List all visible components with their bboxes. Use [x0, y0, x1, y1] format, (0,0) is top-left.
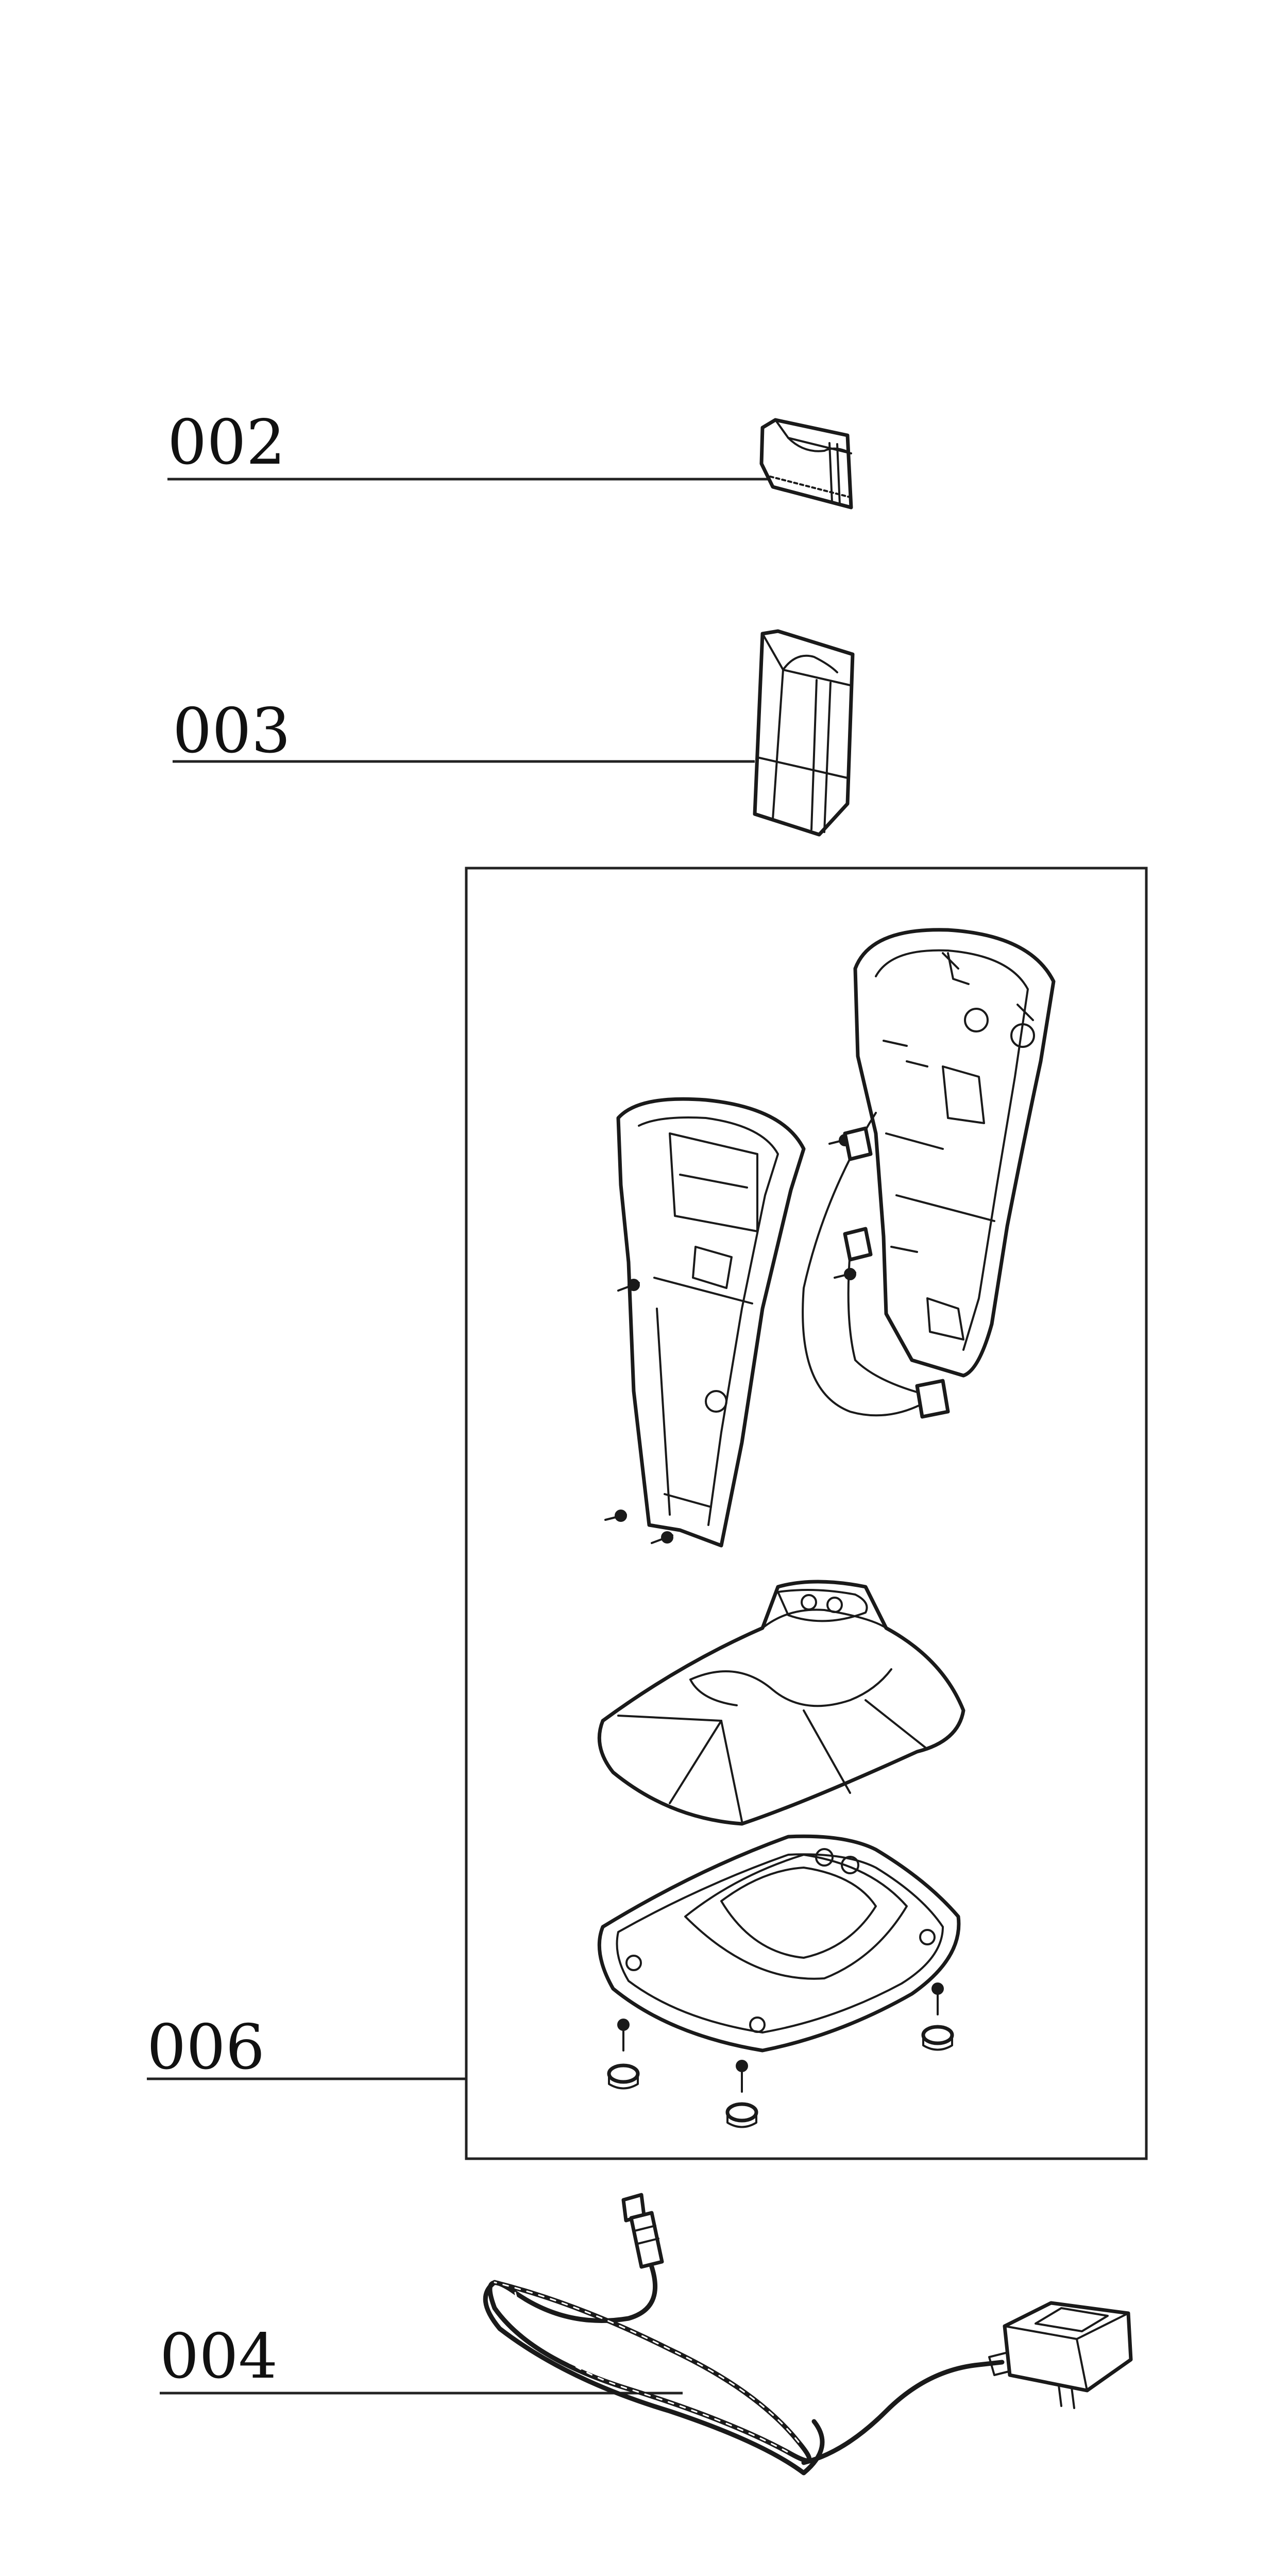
- stand-cover-drawing: [597, 1580, 965, 1826]
- power-adapter-drawing: [1003, 2301, 1133, 2409]
- part-003: 003: [173, 629, 855, 837]
- base-screws-feet: [607, 1982, 954, 2128]
- part-004: 004: [160, 2193, 1133, 2476]
- rear-housing-drawing: [853, 928, 1056, 1378]
- part-label-004: 004: [160, 2321, 278, 2393]
- internal-wire: [802, 1112, 950, 1419]
- part-006: 006: [147, 867, 1148, 2160]
- power-cord-drawing: [483, 2193, 1016, 2476]
- assembly-frame-006: [465, 867, 1148, 2160]
- part-label-002: 002: [167, 407, 285, 479]
- stand-base-drawing: [597, 1834, 961, 2053]
- part-label-003: 003: [173, 696, 291, 767]
- part-002: 002: [167, 407, 853, 510]
- front-housing-drawing: [616, 1097, 806, 1548]
- sleeve-part-drawing: [753, 629, 855, 837]
- part-label-006: 006: [147, 2012, 265, 2083]
- cap-part-drawing: [759, 418, 853, 510]
